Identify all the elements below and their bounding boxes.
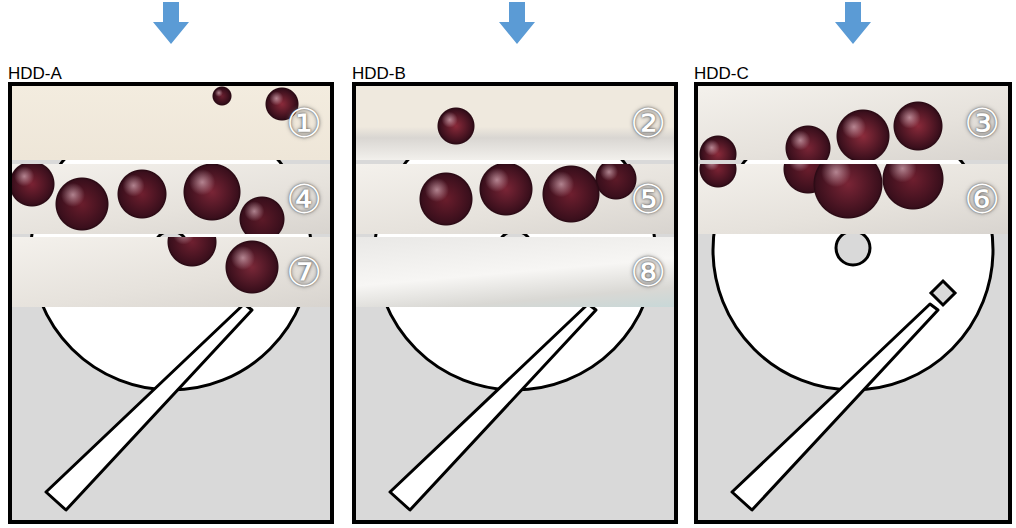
callout-number: ⑤ — [630, 179, 666, 219]
drive-label: HDD-B — [352, 64, 406, 84]
image-stripe: ② — [356, 86, 674, 160]
image-stripe: ⑧ — [356, 237, 674, 307]
callout-number: ③ — [964, 103, 1000, 143]
image-stripe: ① — [12, 86, 330, 160]
image-stripe: ⑥ — [698, 164, 1008, 234]
image-stripe: ⑤ — [356, 164, 674, 234]
hdd-c-drawing — [696, 84, 1010, 522]
image-stripe: ④ — [12, 164, 330, 234]
callout-number: ② — [630, 103, 666, 143]
callout-number: ⑧ — [630, 252, 666, 292]
hdd-b-drawing — [354, 84, 676, 522]
hdd-a-drawing — [10, 84, 332, 522]
hdd-box: HDD-C③⑥ — [694, 82, 1012, 524]
callout-number: ① — [286, 103, 322, 143]
image-stripe: ⑦ — [12, 237, 330, 307]
callout-number: ⑦ — [286, 252, 322, 292]
drive-label: HDD-C — [694, 64, 749, 84]
callout-number: ⑥ — [964, 179, 1000, 219]
hdd-box: HDD-A①④⑦ — [8, 82, 334, 524]
callout-number: ④ — [286, 179, 322, 219]
drive-label: HDD-A — [8, 64, 62, 84]
down-arrows — [153, 2, 871, 44]
hdd-box: HDD-B②⑤⑧ — [352, 82, 678, 524]
image-stripe: ③ — [698, 86, 1008, 160]
